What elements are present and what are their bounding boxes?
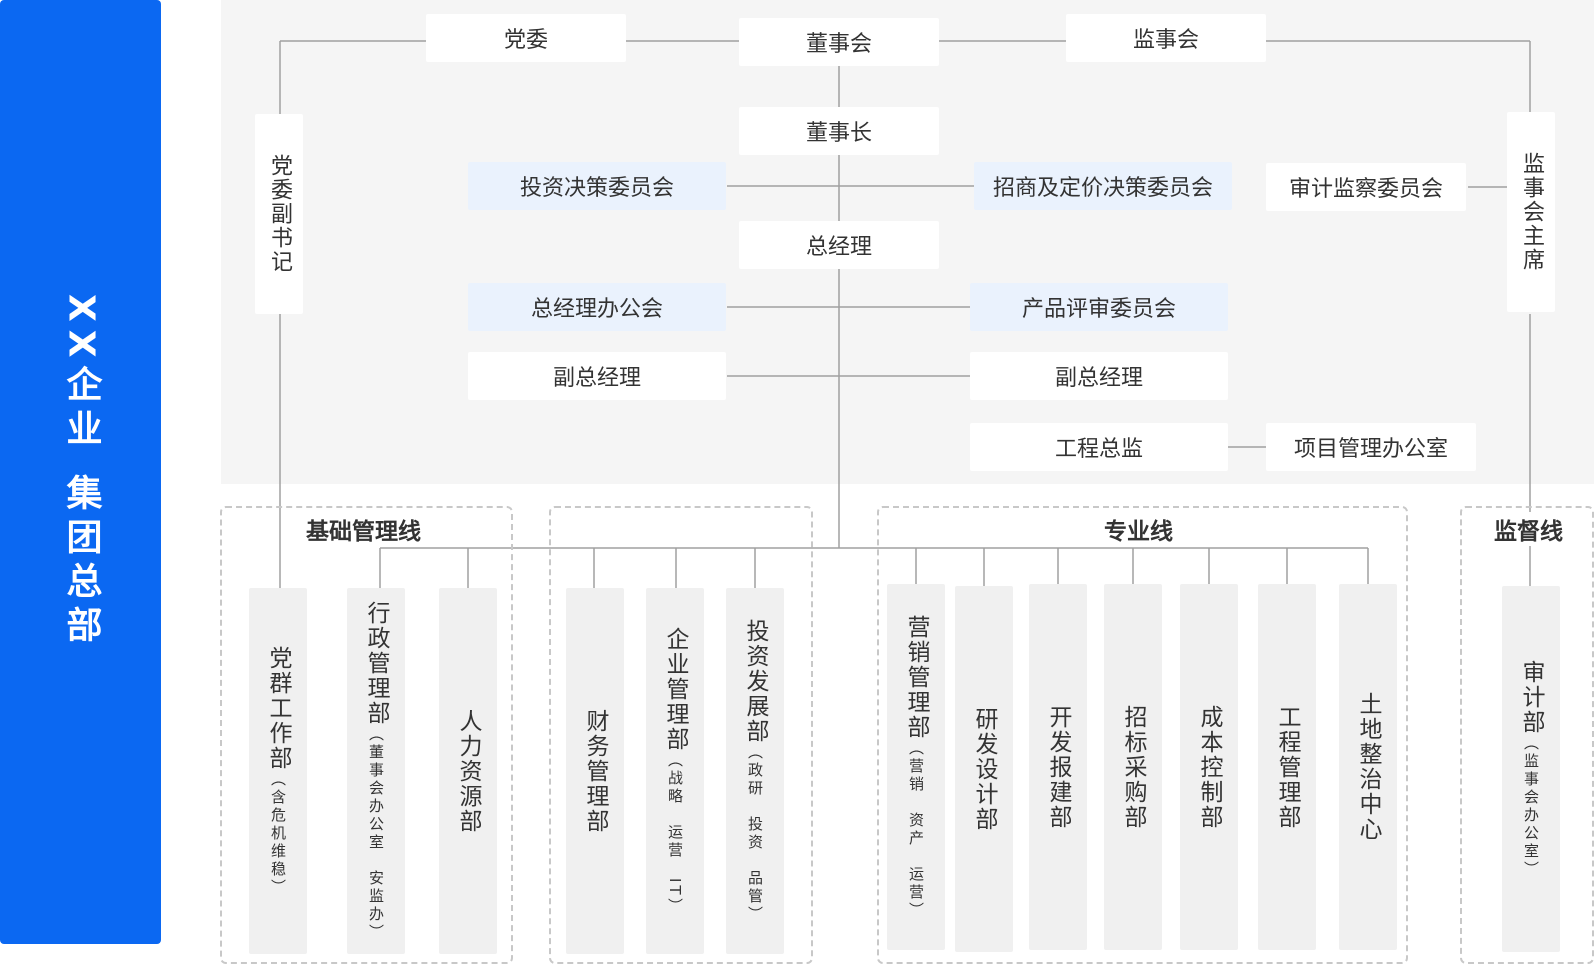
dept-name: 开发报建部 [1045, 704, 1071, 830]
dept-note: （营销 资产 运营） [907, 739, 925, 920]
dept-box: 招标采购部 [1104, 584, 1162, 950]
supervisory-chairman-label: 监事会主席 [1519, 152, 1544, 272]
pricing-committee-label: 招商及定价决策委员会 [992, 176, 1213, 201]
dept-name: 审计部 [1518, 659, 1544, 735]
dept-name: 招标采购部 [1120, 704, 1146, 830]
supervisory-board-box: 监事会 [1066, 14, 1266, 62]
dept-name: 工程管理部 [1274, 704, 1300, 830]
project-office-box: 项目管理办公室 [1266, 423, 1476, 471]
dept-note: （政研 投资 品管） [746, 743, 764, 924]
deputy-gm-left-label: 副总经理 [552, 366, 641, 391]
professional-line-group [877, 506, 1408, 964]
dept-box: 土地整治中心 [1339, 584, 1397, 950]
board-box: 董事会 [739, 18, 939, 66]
dept-box: 人力资源部 [439, 588, 497, 954]
chief-engineer-label: 工程总监 [1054, 437, 1143, 462]
dept-box: 财务管理部 [566, 588, 624, 954]
party-committee-box: 党委 [426, 14, 626, 62]
supervisory-chairman-box: 监事会主席 [1507, 112, 1555, 312]
dept-box: 成本控制部 [1180, 584, 1238, 950]
dept-name: 人力资源部 [455, 708, 481, 834]
investment-committee-box: 投资决策委员会 [468, 162, 726, 210]
chief-engineer-box: 工程总监 [970, 423, 1228, 471]
basic-line-title: 基础管理线 [302, 512, 425, 546]
dept-name: 企业管理部 [662, 626, 688, 752]
party-deputy-secretary-box: 党委副书记 [255, 114, 303, 314]
dept-name: 土地整治中心 [1355, 692, 1381, 842]
project-office-label: 项目管理办公室 [1293, 437, 1448, 462]
dept-name: 党群工作部 [265, 645, 291, 771]
deputy-gm-right-box: 副总经理 [970, 352, 1228, 400]
professional-line-title: 专业线 [1100, 512, 1177, 546]
party-committee-label: 党委 [503, 28, 548, 53]
dept-box: 营销管理部（营销 资产 运营） [887, 584, 945, 950]
pricing-committee-box: 招商及定价决策委员会 [974, 162, 1232, 210]
dept-name: 投资发展部 [742, 618, 768, 744]
dept-box: 开发报建部 [1029, 584, 1087, 950]
dept-box: 党群工作部（含危机维稳） [249, 588, 307, 954]
investment-committee-label: 投资决策委员会 [519, 176, 674, 201]
supervision-line-title: 监督线 [1490, 512, 1567, 546]
dept-box: 研发设计部 [955, 586, 1013, 952]
chairman-box: 董事长 [739, 107, 939, 155]
dept-box: 审计部（监事会办公室） [1502, 586, 1560, 952]
product-review-committee-box: 产品评审委员会 [970, 283, 1228, 331]
dept-box: 企业管理部（战略 运营 IT） [646, 588, 704, 954]
gm-office-meeting-label: 总经理办公会 [530, 297, 663, 322]
dept-name: 财务管理部 [582, 708, 608, 834]
dept-box: 行政管理部（董事会办公室 安监办） [347, 588, 405, 954]
audit-committee-label: 审计监察委员会 [1288, 177, 1443, 202]
dept-name: 研发设计部 [971, 706, 997, 832]
audit-committee-box: 审计监察委员会 [1266, 163, 1466, 211]
dept-box: 工程管理部 [1258, 584, 1316, 950]
supervision-line-group [1460, 506, 1594, 964]
dept-box: 投资发展部（政研 投资 品管） [726, 588, 784, 954]
deputy-gm-left-box: 副总经理 [468, 352, 726, 400]
party-deputy-secretary-label: 党委副书记 [267, 154, 292, 274]
org-title: XX企业 集团总部 [60, 293, 102, 651]
org-banner: XX企业 集团总部 [0, 0, 161, 944]
basic-line-group [220, 506, 513, 964]
basic-line-group-2 [549, 506, 813, 964]
dept-name: 成本控制部 [1196, 704, 1222, 830]
dept-note: （董事会办公室 安监办） [367, 725, 385, 942]
general-manager-label: 总经理 [805, 235, 872, 260]
chairman-label: 董事长 [805, 121, 872, 146]
dept-note: （监事会办公室） [1522, 734, 1540, 879]
deputy-gm-right-label: 副总经理 [1054, 366, 1143, 391]
supervisory-board-label: 监事会 [1132, 28, 1199, 53]
gm-office-meeting-box: 总经理办公会 [468, 283, 726, 331]
board-label: 董事会 [805, 32, 872, 57]
product-review-committee-label: 产品评审委员会 [1021, 297, 1176, 322]
dept-note: （含危机维稳） [269, 770, 287, 897]
general-manager-box: 总经理 [739, 221, 939, 269]
dept-note: （战略 运营 IT） [666, 751, 684, 916]
dept-name: 行政管理部 [363, 600, 389, 726]
dept-name: 营销管理部 [903, 614, 929, 740]
